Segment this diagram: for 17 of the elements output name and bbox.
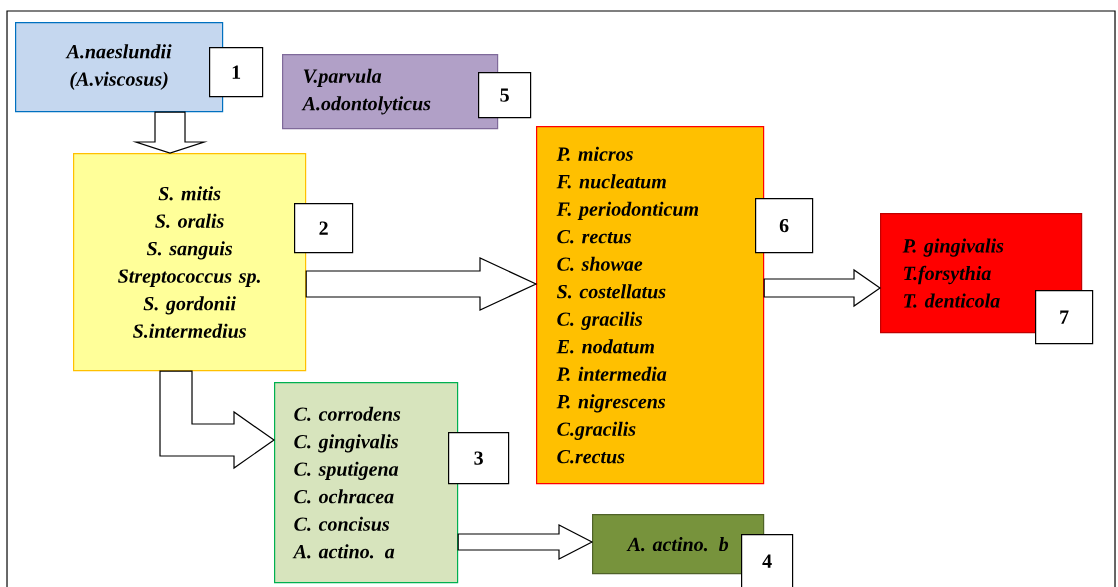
- block-arrow: [763, 268, 882, 308]
- number-box: 1: [209, 47, 264, 98]
- number-box: 7: [1035, 290, 1094, 345]
- species-box: P. micros F. nucleatum F. periodonticum C. rectus C. showae S. costellatus C. gracilis E. nodatum P. intermedia P. nigrescens C.gracilis C.rectus: [536, 126, 765, 485]
- block-arrow: [159, 370, 276, 470]
- number-box: 3: [448, 432, 510, 485]
- species-box: V.parvula A.odontolyticus: [282, 54, 499, 130]
- number-box: 2: [294, 203, 354, 254]
- block-arrow: [457, 524, 594, 560]
- block-arrow: [305, 257, 538, 311]
- block-arrow: [132, 111, 208, 154]
- species-box: A.naeslundii (A.viscosus): [15, 22, 224, 113]
- number-box: 5: [478, 72, 532, 119]
- species-box: C. corrodens C. gingivalis C. sputigena C. ochracea C. concisus A. actino. a: [274, 382, 459, 584]
- species-box: S. mitis S. oralis S. sanguis Streptococcus sp. S. gordonii S.intermedius: [73, 153, 307, 372]
- number-box: 6: [755, 198, 814, 254]
- number-box: 4: [741, 534, 794, 587]
